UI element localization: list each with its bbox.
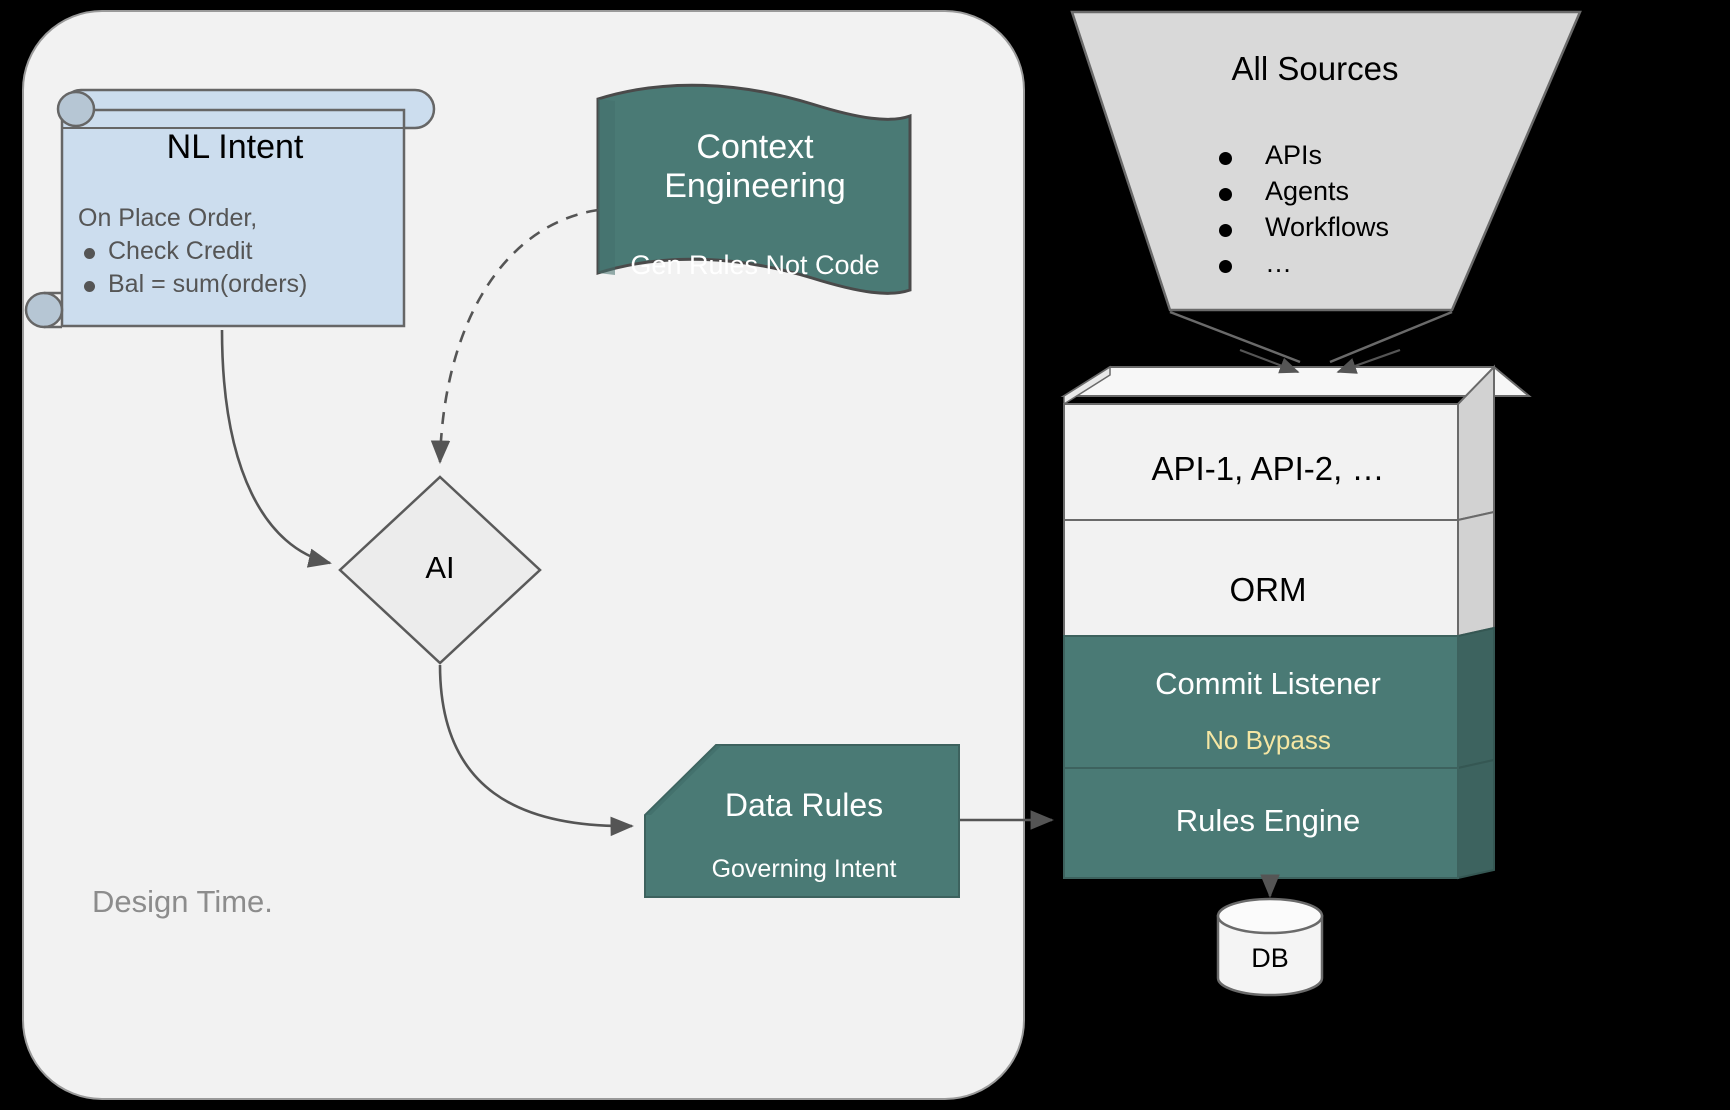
nl-intent-body: On Place Order, Check Credit Bal = sum(o… <box>78 204 438 303</box>
all-sources-list: APIs Agents Workflows … <box>1205 135 1535 284</box>
database-cylinder <box>1216 897 1324 997</box>
nl-intent-title: NL Intent <box>166 128 304 166</box>
context-engineering-banner <box>596 83 912 295</box>
stack-layer-api-label: API-1, API-2, … <box>1151 450 1385 487</box>
all-sources-trapezoid <box>1070 10 1582 364</box>
all-sources-item: APIs <box>1219 140 1535 171</box>
context-engineering-title-line1: Context <box>696 128 814 166</box>
data-rules-subtitle: Governing Intent <box>711 855 897 883</box>
edge-ai-to-datarules <box>438 664 634 837</box>
stack-layer-orm-label: ORM <box>1229 571 1307 608</box>
ai-node-label: AI <box>425 550 455 585</box>
ai-decision-diamond <box>338 475 542 665</box>
all-sources-item: Workflows <box>1219 212 1535 243</box>
context-engineering-title: Context Engineering <box>600 128 910 206</box>
data-rules-shape <box>644 744 960 898</box>
runtime-stack <box>1060 364 1532 880</box>
stack-layer-no-bypass-sublabel: No Bypass <box>1205 725 1331 755</box>
nl-intent-lead: On Place Order, <box>78 204 258 232</box>
nl-intent-bullet: Check Credit <box>84 237 438 266</box>
context-engineering-subtitle: Gen Rules Not Code <box>630 250 880 280</box>
stack-layer-commit-listener-label: Commit Listener <box>1155 666 1381 701</box>
edge-sources-to-stack-right <box>1336 348 1401 374</box>
connectors <box>220 208 1401 898</box>
context-engineering-title-line2: Engineering <box>664 167 846 205</box>
edge-sources-to-stack-left <box>1239 348 1300 374</box>
nl-intent-bullet: Bal = sum(orders) <box>84 270 438 299</box>
edge-context-to-ai <box>430 208 599 464</box>
nl-intent-bullet-list: Check Credit Bal = sum(orders) <box>78 237 438 299</box>
all-sources-item: … <box>1219 248 1535 279</box>
data-rules-title: Data Rules <box>724 787 884 823</box>
stack-layer-rules-engine-label: Rules Engine <box>1175 803 1361 838</box>
design-time-label: Design Time. <box>92 884 273 919</box>
nl-intent-node: NL Intent On Place Order, Check Credit B… <box>30 86 440 336</box>
nl-intent-shape <box>24 88 436 329</box>
edge-nl-to-ai <box>220 329 332 568</box>
database-label: DB <box>1251 943 1289 973</box>
all-sources-title: All Sources <box>1231 50 1399 87</box>
all-sources-item: Agents <box>1219 176 1535 207</box>
